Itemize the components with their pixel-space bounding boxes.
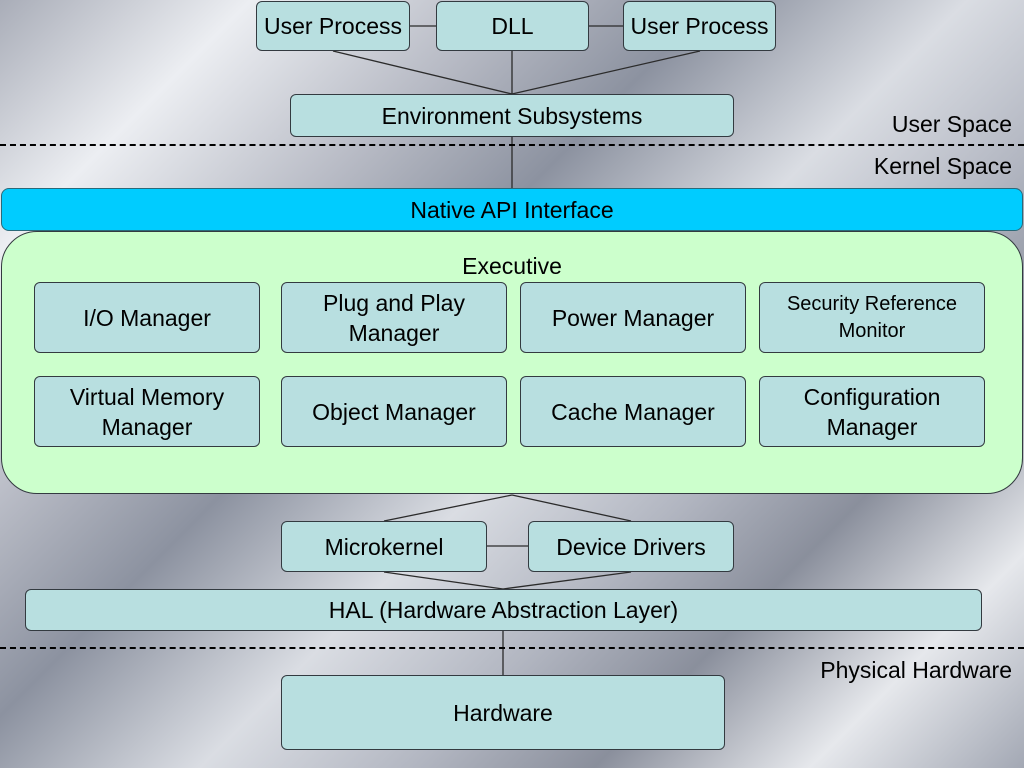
security-reference-monitor-box: Security Reference Monitor: [759, 282, 985, 353]
object-manager-box: Object Manager: [281, 376, 507, 447]
link-exec-drivers: [511, 494, 632, 522]
io-manager-box: I/O Manager: [34, 282, 260, 353]
environment-subsystems-box: Environment Subsystems: [290, 94, 734, 137]
component-label: Configuration Manager: [803, 383, 941, 440]
dll-box: DLL: [436, 1, 589, 51]
cache-manager-box: Cache Manager: [520, 376, 746, 447]
microkernel-label: Microkernel: [324, 533, 444, 560]
user-space-label: User Space: [891, 111, 1012, 137]
link-microkernel-hal: [383, 571, 504, 590]
kernel-hardware-divider: [0, 647, 1024, 649]
physical-hardware-label: Physical Hardware: [820, 657, 1012, 683]
link-userprocess-env: [332, 50, 513, 95]
link-userprocess2-env: [511, 50, 701, 95]
hal-box: HAL (Hardware Abstraction Layer): [25, 589, 982, 631]
component-label: Security Reference Monitor: [786, 292, 958, 342]
component-label: Plug and Play Manager: [323, 289, 465, 346]
device-drivers-label: Device Drivers: [556, 533, 706, 560]
user-kernel-divider: [0, 144, 1024, 146]
executive-panel: Executive: [1, 231, 1023, 494]
native-api-interface-bar: Native API Interface: [1, 188, 1023, 231]
user-process-right-label: User Process: [630, 13, 769, 39]
hardware-box: Hardware: [281, 675, 725, 750]
power-manager-box: Power Manager: [520, 282, 746, 353]
microkernel-box: Microkernel: [281, 521, 487, 572]
plug-and-play-manager-box: Plug and Play Manager: [281, 282, 507, 353]
kernel-space-label: Kernel Space: [873, 153, 1012, 179]
native-api-label: Native API Interface: [410, 196, 614, 223]
component-label: Virtual Memory Manager: [69, 383, 225, 440]
user-process-right-box: User Process: [623, 1, 776, 51]
link-exec-microkernel: [383, 494, 513, 522]
environment-subsystems-label: Environment Subsystems: [381, 102, 643, 129]
component-label: I/O Manager: [83, 304, 211, 331]
device-drivers-box: Device Drivers: [528, 521, 734, 572]
component-label: Power Manager: [551, 304, 715, 331]
hardware-label: Hardware: [453, 699, 553, 726]
configuration-manager-box: Configuration Manager: [759, 376, 985, 447]
component-label: Cache Manager: [551, 398, 715, 425]
user-process-left-label: User Process: [263, 13, 403, 39]
dll-label: DLL: [491, 13, 534, 39]
executive-title: Executive: [462, 253, 562, 279]
hal-label: HAL (Hardware Abstraction Layer): [328, 597, 679, 623]
user-process-left-box: User Process: [256, 1, 410, 51]
virtual-memory-manager-box: Virtual Memory Manager: [34, 376, 260, 447]
link-drivers-hal: [502, 571, 632, 590]
component-label: Object Manager: [312, 398, 476, 425]
